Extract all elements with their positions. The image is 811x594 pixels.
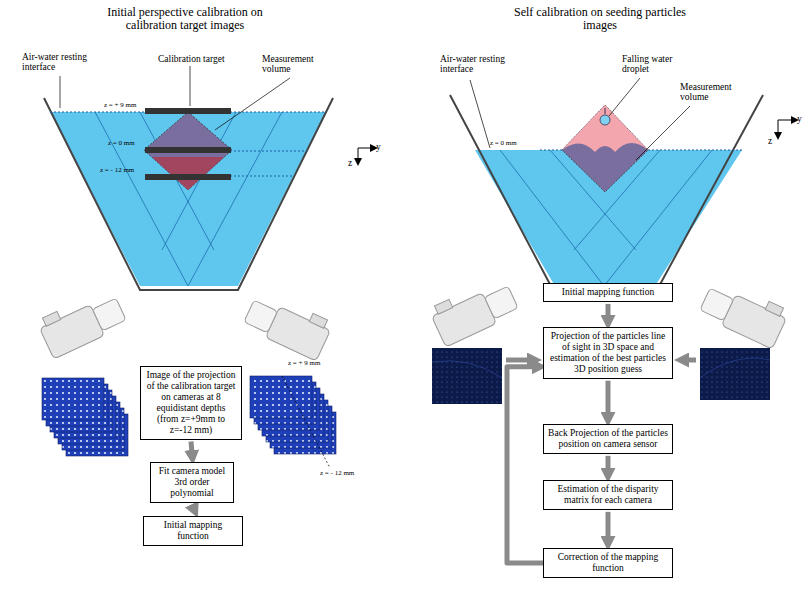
process-box: Initial mapping function xyxy=(543,283,673,302)
process-box: Estimation of the disparity matrix for e… xyxy=(543,480,673,510)
annotation-label: Calibration target xyxy=(158,54,248,64)
annotation-label: z = + 9 mm xyxy=(288,360,336,368)
process-box: Projection of the particles line of sigh… xyxy=(543,327,673,379)
annotation-label: z = 0 mm xyxy=(490,140,530,148)
annotation-label: Air-water resting interface xyxy=(440,54,520,75)
flow-arrow xyxy=(606,381,611,415)
box-text: Projection of the particles line of sigh… xyxy=(548,331,668,375)
panel-title: Initial perspective calibration on calib… xyxy=(85,6,285,32)
annotation-label: Falling water droplet xyxy=(622,54,682,75)
annotation-label: Measurement volume xyxy=(262,54,332,75)
annotation-label: z xyxy=(768,136,778,146)
box-text: Estimation of the disparity matrix for e… xyxy=(548,484,668,506)
process-box: Correction of the mapping function xyxy=(543,548,673,578)
annotation-label: z = - 12 mm xyxy=(100,167,148,175)
box-text: Correction of the mapping function xyxy=(548,552,668,574)
box-text: Initial mapping function xyxy=(148,520,238,542)
box-text: Back Projection of the particles positio… xyxy=(548,428,668,450)
flow-arrow xyxy=(606,512,611,539)
flow-arrow xyxy=(192,505,193,507)
annotation-label: Air-water resting interface xyxy=(22,52,102,73)
panel-title: Self calibration on seeding particles im… xyxy=(510,6,690,32)
flow-arrow xyxy=(507,367,543,563)
flow-arrow xyxy=(606,304,611,318)
annotation-label: z = 0 mm xyxy=(108,140,148,148)
box-text: Fit camera model 3rd order polynomial xyxy=(155,466,229,499)
flow-arrow xyxy=(191,442,192,453)
annotation-label: z xyxy=(348,158,358,168)
annotation-label: z = + 9 mm xyxy=(104,102,148,110)
process-box: Image of the projection of the calibrati… xyxy=(140,366,242,440)
box-text: Initial mapping function xyxy=(548,287,668,298)
annotation-label: Measurement volume xyxy=(680,82,750,103)
annotation-label: y xyxy=(376,142,386,152)
process-box: Initial mapping function xyxy=(143,516,243,546)
process-box: Fit camera model 3rd order polynomial xyxy=(150,462,234,503)
box-text: Image of the projection of the calibrati… xyxy=(145,370,237,436)
flow-arrow xyxy=(606,456,611,471)
process-box: Back Projection of the particles positio… xyxy=(543,424,673,454)
annotation-label: z = - 12 mm xyxy=(320,470,368,478)
annotation-label: y xyxy=(797,114,807,124)
